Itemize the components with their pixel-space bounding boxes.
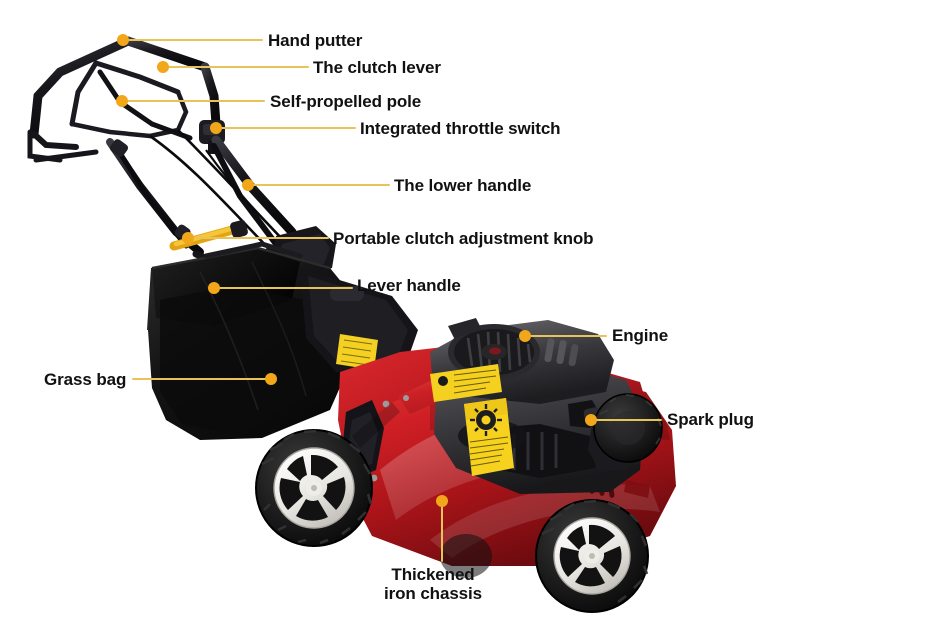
callout-label-hand-putter[interactable]: Hand putter: [268, 31, 363, 50]
callout-label-integrated-throttle-switch[interactable]: Integrated throttle switch: [360, 119, 561, 138]
callout-label-lever-handle[interactable]: Lever handle: [357, 276, 461, 295]
warning-label-bag: [336, 334, 378, 370]
callout-label-portable-clutch-adjustment-knob[interactable]: Portable clutch adjustment knob: [333, 229, 594, 248]
wheel-front-left: [255, 429, 373, 547]
wheel-rear-right: [535, 499, 649, 613]
callout-label-engine[interactable]: Engine: [612, 326, 669, 345]
wheel-front-right: [440, 534, 492, 578]
callout-label-thickened-iron-chassis[interactable]: Thickened iron chassis: [384, 565, 483, 603]
callout-label-clutch-lever[interactable]: The clutch lever: [313, 58, 441, 77]
callout-label-self-propelled-pole[interactable]: Self-propelled pole: [270, 92, 422, 111]
engine-part: [430, 318, 644, 494]
engine-cover-ridges: [544, 338, 579, 367]
warning-label-engine: [430, 364, 502, 402]
callout-label-grass-bag[interactable]: Grass bag: [44, 370, 127, 389]
callout-label-lower-handle[interactable]: The lower handle: [394, 176, 532, 195]
warning-hang-tag: [464, 398, 514, 476]
callout-label-spark-plug[interactable]: Spark plug: [667, 410, 754, 429]
grass-bag-part: [147, 241, 418, 440]
wheel-rear-left: [593, 393, 663, 463]
